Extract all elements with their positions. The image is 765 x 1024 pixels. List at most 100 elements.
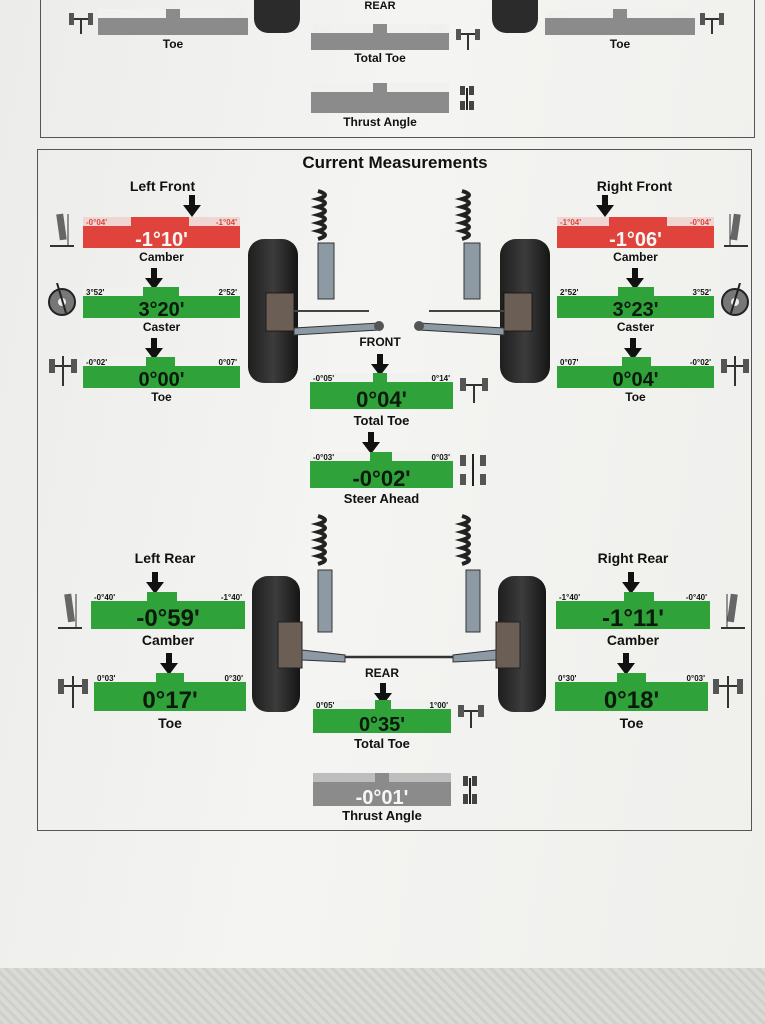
left-front-caster-tol-left: 3°52': [86, 288, 105, 297]
left-front-caster-gauge: 3°52' 2°52' 3°20': [83, 287, 240, 320]
thrust-angle-value: -0°01': [355, 787, 409, 809]
right-rear-camber-tol-right: -0°40': [685, 593, 707, 602]
right-front-camber-arrow: [596, 195, 614, 217]
rear-total-toe-tol-left: 0°05': [316, 701, 335, 710]
right-front-toe-tol-right: -0°02': [689, 358, 711, 367]
left-rear-camber-label: Camber: [141, 632, 195, 648]
left-rear-toe-tol-right: 0°30': [224, 674, 243, 683]
front-total-toe-label: Total Toe: [353, 413, 410, 428]
top-right-wheel: [492, 0, 538, 33]
right-front-camber-gauge: -1°04' -0°04' -1°06': [557, 217, 714, 250]
right-rear-camber-value: -1°11': [601, 605, 664, 632]
right-rear-toe-tol-left: 0°30': [558, 674, 577, 683]
camber-icon: [58, 593, 82, 629]
steer-ahead-arrow: [362, 432, 380, 454]
total-toe-icon: [458, 705, 484, 728]
steer-ahead-label: Steer Ahead: [343, 491, 420, 506]
top-right-toe-label: Toe: [609, 37, 631, 51]
top-thrust-angle-label: Thrust Angle: [343, 115, 417, 129]
left-rear-camber-tol-left: -0°40': [94, 593, 116, 602]
right-front-heading: Right Front: [596, 178, 673, 194]
left-front-toe-tol-right: 0°07': [218, 358, 237, 367]
left-front-camber-gauge: -0°04' -1°04' -1°10': [83, 217, 240, 251]
right-rear-toe-gauge: 0°30' 0°03' 0°18': [555, 673, 708, 714]
toe-icon: [58, 676, 88, 708]
total-toe-icon: [456, 29, 480, 50]
camber-icon: [724, 213, 748, 247]
left-front-heading: Left Front: [129, 178, 196, 194]
top-left-wheel: [254, 0, 300, 33]
top-right-toe-tol-right: 0°03': [673, 10, 692, 19]
right-front-toe-gauge: 0°07' -0°02' 0°04': [557, 357, 714, 390]
right-front-caster-tol-right: 3°52': [692, 288, 711, 297]
left-rear-camber-tol-right: -1°40': [220, 593, 242, 602]
top-left-toe-tol-left: 0°03': [101, 10, 120, 19]
left-front-camber-label: Camber: [139, 250, 184, 264]
rear-total-toe-value: 0°35': [358, 714, 406, 736]
steer-ahead-icon: [460, 454, 486, 486]
current-measurements-panel: [37, 149, 752, 831]
rear-label: REAR: [364, 666, 399, 680]
right-rear-camber-tol-left: -1°40': [559, 593, 581, 602]
front-label: FRONT: [359, 335, 401, 349]
right-rear-camber-gauge: -1°40' -0°40' -1°11': [556, 592, 710, 632]
left-front-camber-arrow: [183, 195, 201, 217]
left-front-toe-tol-left: -0°02': [86, 358, 108, 367]
right-rear-toe-tol-right: 0°03': [686, 674, 705, 683]
page-title: Current Measurements: [302, 153, 488, 172]
left-front-toe-label: Toe: [151, 390, 172, 404]
top-total-toe-gauge: 0°05' 1°00': [311, 24, 449, 50]
front-total-toe-value: 0°04': [356, 387, 407, 412]
toe-icon: [49, 356, 77, 386]
left-front-toe-value: 0°00': [138, 369, 185, 391]
right-rear-toe-value: 0°18': [603, 687, 660, 714]
left-rear-toe-value: 0°17': [142, 687, 198, 714]
top-thrust-angle-gauge: [311, 83, 449, 113]
toe-icon: [713, 676, 743, 708]
left-rear-toe-gauge: 0°03' 0°30' 0°17': [94, 673, 246, 714]
left-rear-toe-tol-left: 0°03': [97, 674, 116, 683]
right-front-caster-label: Caster: [616, 320, 655, 334]
top-right-toe-tol-left: 0°30': [548, 10, 567, 19]
top-total-toe-tol-left: 0°05': [314, 25, 333, 34]
left-front-camber-value: -1°10': [135, 229, 188, 251]
camber-icon: [721, 593, 745, 629]
right-front-camber-tol-right: -0°04': [689, 218, 711, 227]
steer-ahead-gauge: -0°03' 0°03' -0°02': [310, 452, 453, 490]
right-rear-camber-arrow: [622, 572, 640, 594]
front-total-toe-gauge: -0°05' 0°14' 0°04': [310, 373, 453, 412]
rear-left-tire: [252, 576, 300, 712]
thrust-angle-gauge: -0°01': [313, 773, 451, 809]
right-front-caster-tol-left: 2°52': [560, 288, 579, 297]
top-left-toe-label: Toe: [162, 37, 184, 51]
front-total-toe-tol-left: -0°05': [313, 374, 335, 383]
rear-suspension-diagram: [252, 514, 546, 712]
top-total-toe-label: Total Toe: [354, 51, 406, 65]
left-rear-camber-gauge: -0°40' -1°40' -0°59': [91, 592, 245, 632]
toe-icon: [721, 356, 749, 386]
right-front-toe-tol-left: 0°07': [560, 358, 579, 367]
thrust-angle-icon: [460, 86, 474, 110]
rear-right-tire: [498, 576, 546, 712]
right-front-camber-label: Camber: [613, 250, 658, 264]
floor-background: [0, 968, 765, 1024]
toe-icon: [700, 13, 724, 34]
front-total-toe-tol-right: 0°14': [431, 374, 450, 383]
caster-icon: [721, 283, 749, 316]
left-rear-camber-value: -0°59': [136, 605, 200, 632]
right-rear-heading: Right Rear: [597, 550, 669, 566]
left-rear-heading: Left Rear: [134, 550, 196, 566]
left-front-toe-gauge: -0°02' 0°07' 0°00': [83, 357, 240, 391]
top-rear-label: REAR: [364, 0, 396, 12]
thrust-angle-label: Thrust Angle: [342, 808, 422, 823]
thrust-angle-icon: [463, 776, 477, 804]
right-front-caster-gauge: 2°52' 3°52' 3°23': [557, 287, 714, 320]
right-rear-camber-label: Camber: [606, 632, 660, 648]
right-rear-toe-arrow: [617, 653, 635, 675]
caster-icon: [48, 283, 76, 316]
rear-total-toe-gauge: 0°05' 1°00' 0°35': [313, 700, 451, 736]
camber-icon: [50, 213, 74, 247]
left-front-camber-tol-right: -1°04': [215, 218, 237, 227]
rear-total-toe-label: Total Toe: [354, 736, 410, 751]
top-right-toe-gauge: 0°30' 0°03': [545, 9, 695, 35]
